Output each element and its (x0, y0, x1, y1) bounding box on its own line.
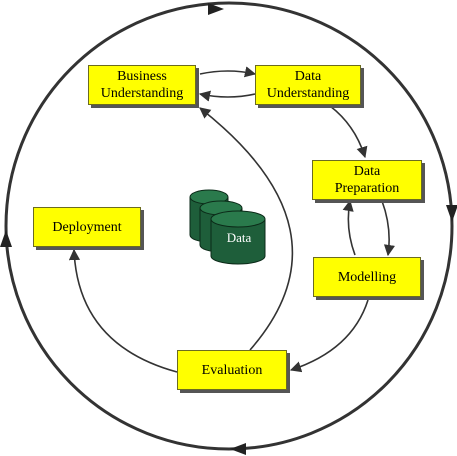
arrow-preparation-to-modelling (381, 200, 396, 257)
business-understanding-box: Business Understanding (88, 65, 196, 105)
arrow-business-to-data-understanding (199, 66, 257, 78)
data-understanding-label: Data Understanding (266, 69, 350, 101)
data-preparation-box: Data Preparation (312, 160, 422, 200)
outer-arrow-bottom (230, 443, 246, 455)
modelling-box: Modelling (313, 257, 421, 297)
evaluation-label: Evaluation (201, 362, 263, 378)
arrow-evaluation-to-business (199, 107, 294, 351)
outer-arrow-top (208, 3, 224, 15)
deployment-box: Deployment (33, 207, 141, 247)
modelling-label: Modelling (337, 269, 397, 285)
arrow-data-understanding-to-preparation (329, 105, 368, 159)
arrow-modelling-to-evaluation (289, 299, 369, 373)
arrow-data-understanding-to-business (198, 90, 256, 102)
data-label: Data (226, 230, 252, 245)
arrow-evaluation-to-deployment (68, 248, 178, 373)
outer-cycle-circle (4, 1, 454, 451)
outer-arrow-right (446, 205, 457, 222)
business-understanding-label: Business Understanding (100, 69, 184, 101)
data-cylinders-icon (189, 189, 266, 265)
outer-arrow-left (0, 230, 12, 247)
evaluation-box: Evaluation (177, 350, 287, 390)
deployment-label: Deployment (52, 219, 122, 235)
arrow-modelling-to-preparation (342, 199, 356, 256)
data-understanding-box: Data Understanding (255, 65, 361, 105)
data-preparation-label: Data Preparation (334, 164, 400, 196)
